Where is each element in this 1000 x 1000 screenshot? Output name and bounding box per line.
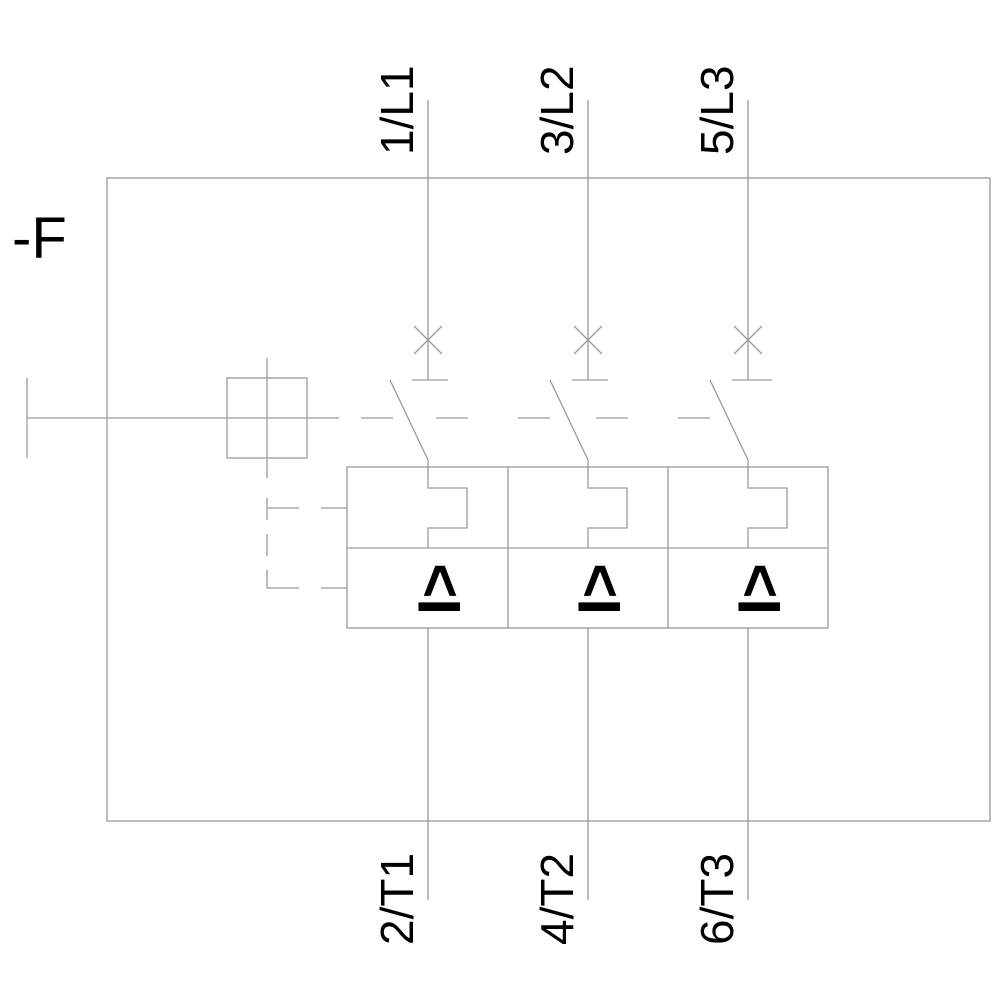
- switch-blade: [709, 379, 749, 461]
- terminal-label-bottom: 4/T2: [531, 853, 583, 945]
- switch-blade: [549, 379, 589, 461]
- terminal-label-bottom: 6/T3: [691, 853, 743, 945]
- switch-blade: [389, 379, 429, 461]
- magnetic-release-symbol: I>: [406, 563, 473, 615]
- device-enclosure: [106, 177, 991, 822]
- terminal-label-top: 5/L3: [691, 65, 743, 155]
- terminal-label-bottom: 2/T1: [371, 853, 423, 945]
- terminal-label-top: 3/L2: [531, 65, 583, 155]
- pole-3: 5/L3 I> 6/T3: [691, 65, 793, 945]
- magnetic-release-symbol: I>: [726, 563, 793, 615]
- pole-1: 1/L1 I> 2/T1: [371, 65, 473, 945]
- isolation-cross: [733, 325, 763, 355]
- device-tag: -F: [12, 206, 67, 271]
- magnetic-release-symbol: I>: [566, 563, 633, 615]
- thermal-release-symbol: [747, 460, 788, 548]
- pole-2: 3/L2 I> 4/T2: [531, 65, 633, 945]
- terminal-label-top: 1/L1: [371, 65, 423, 155]
- thermal-release-symbol: [587, 460, 628, 548]
- thermal-release-symbol: [427, 460, 468, 548]
- isolation-cross: [413, 325, 443, 355]
- isolation-cross: [573, 325, 603, 355]
